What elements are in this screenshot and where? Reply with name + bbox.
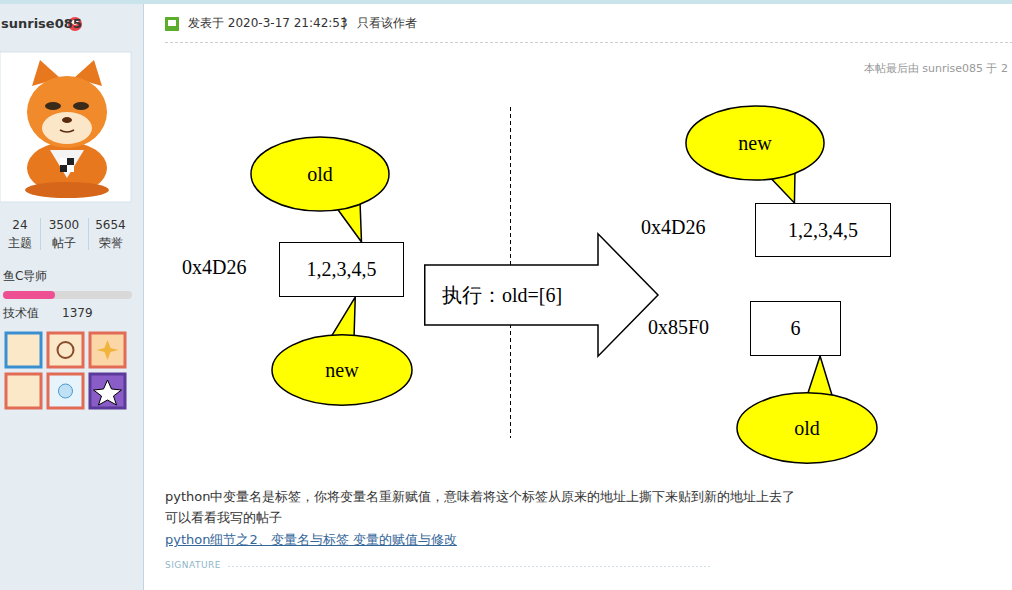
memory-box: 1,2,3,4,5 <box>279 242 404 297</box>
progress-fill <box>3 291 55 299</box>
stat-number: 24 <box>0 218 40 232</box>
stat-number: 5654 <box>88 218 133 232</box>
signature-label: SIGNATURE <box>165 560 221 571</box>
medal-row <box>6 333 125 408</box>
bubble-shape <box>686 106 824 180</box>
stat-caption: 帖子 <box>40 236 88 250</box>
arrow-shape <box>425 234 658 357</box>
signature-rule <box>228 566 710 567</box>
stat-caption: 主题 <box>0 236 40 250</box>
separator: | <box>342 16 346 30</box>
node-text: 1,2,3,4,5 <box>307 258 377 281</box>
post-icon-inner <box>168 20 176 26</box>
skill-value: 1379 <box>62 306 93 320</box>
memory-box: 1,2,3,4,5 <box>755 203 891 257</box>
address-label: 0x4D26 <box>641 215 705 239</box>
skill-caption: 技术值 <box>3 306 39 320</box>
node-text: new <box>325 359 358 382</box>
user-rank: 鱼C导师 <box>3 269 47 283</box>
post-text: python中变量名是标签，你将变量名重新赋值，意味着将这个标签从原来的地址上撕… <box>165 489 795 505</box>
stat-divider <box>88 218 89 250</box>
callout-bubble: new <box>685 105 825 181</box>
address-label: 0x4D26 <box>182 255 246 279</box>
node-text: 6 <box>791 317 801 340</box>
post-time: 发表于 2020-3-17 21:42:53 <box>188 16 348 30</box>
edit-note: 本帖最后由 sunrise085 于 2 <box>864 62 1008 75</box>
author-only-link: 只看该作者 <box>357 16 417 30</box>
node-text: 执行：old=[6] <box>442 282 562 309</box>
stat-caption: 荣誉 <box>88 236 133 250</box>
node-text: new <box>738 132 771 155</box>
sidebar-border <box>143 0 144 590</box>
stat-divider <box>40 218 41 250</box>
post-icon <box>165 17 179 31</box>
callout-bubble: old <box>736 392 878 464</box>
top-bar <box>0 0 1012 4</box>
node-text: old <box>794 417 820 440</box>
bubble-shape <box>251 137 389 211</box>
user-name: sunrise085 <box>1 16 82 32</box>
address-label: 0x85F0 <box>648 315 709 339</box>
sidebar <box>0 0 143 590</box>
post-text: 可以看看我写的帖子 <box>165 510 282 526</box>
bubble-shape <box>737 393 877 463</box>
callout-bubble: new <box>271 334 413 406</box>
bubble-shape <box>272 335 412 405</box>
post-link: python细节之2、变量名与标签 变量的赋值与修改 <box>165 532 457 548</box>
callout-bubble: old <box>250 136 390 212</box>
avatar <box>0 52 131 202</box>
progress-track <box>3 291 132 299</box>
callout-tail <box>807 356 833 399</box>
node-text: old <box>307 163 333 186</box>
node-text: 1,2,3,4,5 <box>788 219 858 242</box>
memory-box: 6 <box>750 301 841 356</box>
block-arrow: 执行：old=[6] <box>424 233 659 357</box>
stat-number: 3500 <box>40 218 88 232</box>
header-rule <box>165 42 1012 43</box>
callout-tail <box>330 297 355 339</box>
